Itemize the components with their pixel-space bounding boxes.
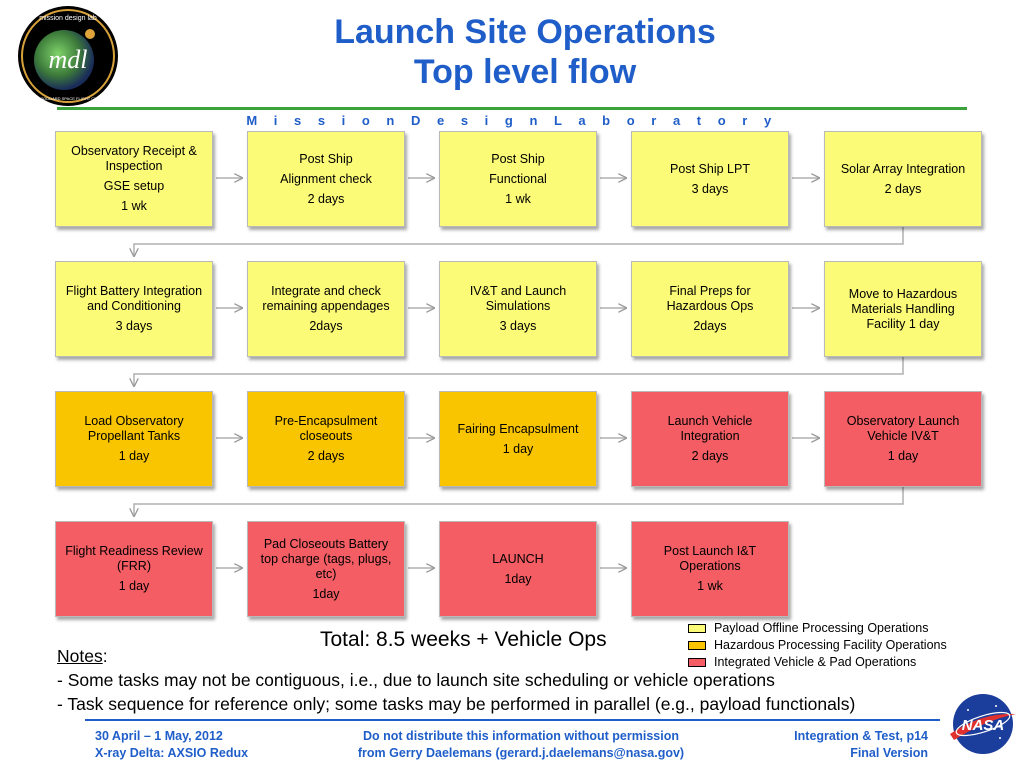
- flow-step-text: Fairing Encapsulment: [457, 421, 579, 436]
- flow-step-text: 1day: [312, 586, 340, 601]
- flow-step-text: 1 day: [118, 449, 150, 463]
- note-line-2: - Task sequence for reference only; some…: [57, 694, 856, 714]
- flow-wrap-arrow: [134, 487, 904, 516]
- notes-heading: Notes: [57, 646, 103, 666]
- flow-step: LAUNCH 1day: [439, 521, 597, 617]
- flow-step-text: 2 days: [691, 449, 729, 463]
- flow-step-text: Observatory Launch Vehicle IV&T: [846, 414, 960, 443]
- flow-step: Pad Closeouts Battery top charge (tags, …: [247, 521, 405, 617]
- title-divider: [57, 107, 967, 110]
- flow-step: Integrate and check remaining appendages…: [247, 261, 405, 357]
- footer-right: Integration & Test, p14 Final Version: [794, 728, 928, 762]
- flow-step-text: 1 wk: [697, 579, 723, 593]
- svg-text:NASA: NASA: [962, 717, 1005, 734]
- flow-step-text: 1 day: [502, 441, 534, 456]
- flow-step-text: Post Ship LPT: [670, 161, 750, 176]
- flow-step: Load Observatory Propellant Tanks 1 day: [55, 391, 213, 487]
- flow-step-text: Observatory Receipt & Inspection: [71, 144, 197, 173]
- footer-date: 30 April – 1 May, 2012: [95, 729, 223, 743]
- flow-step-text: Functional: [489, 171, 547, 186]
- note-line-1: - Some tasks may not be contiguous, i.e.…: [57, 670, 775, 690]
- legend-item-payload: Payload Offline Processing Operations: [688, 620, 947, 637]
- flow-step-text: Solar Array Integration: [840, 161, 966, 176]
- footer-divider: [85, 719, 940, 721]
- legend-swatch-integrated: [688, 658, 706, 667]
- flow-step-text: LAUNCH: [492, 551, 544, 566]
- mdl-logo: mdl mission design lab NASA GODDARD SPAC…: [18, 6, 118, 106]
- footer-center: Do not distribute this information witho…: [336, 728, 706, 762]
- flow-step: Flight Battery Integration and Condition…: [55, 261, 213, 357]
- flow-step-text: Flight Readiness Review (FRR): [65, 544, 203, 573]
- legend-item-hazardous: Hazardous Processing Facility Operations: [688, 637, 947, 654]
- legend-label-payload: Payload Offline Processing Operations: [714, 621, 929, 635]
- flow-step-text: Launch Vehicle Integration: [667, 414, 753, 443]
- flow-step-text: Post Launch I&T Operations: [663, 544, 757, 573]
- flow-step: Flight Readiness Review (FRR) 1 day: [55, 521, 213, 617]
- flow-step-text: Final Preps for Hazardous Ops: [666, 284, 754, 313]
- title-line-1: Launch Site Operations: [334, 13, 716, 51]
- flow-step: Move to Hazardous Materials Handling Fac…: [824, 261, 982, 357]
- flow-step-text: Alignment check: [280, 171, 372, 186]
- svg-text:NASA GODDARD SPACE FLIGHT CENT: NASA GODDARD SPACE FLIGHT CENTER: [28, 96, 108, 101]
- flow-step: Launch Vehicle Integration 2 days: [631, 391, 789, 487]
- svg-text:mdl: mdl: [49, 45, 88, 74]
- footer-page-info: Integration & Test, p14: [794, 729, 928, 743]
- flow-step-text: 1 wk: [505, 191, 531, 206]
- flow-step-text: Integrate and check remaining appendages: [262, 284, 390, 313]
- footer-left: 30 April – 1 May, 2012 X-ray Delta: AXSI…: [95, 728, 248, 762]
- flow-step-text: 2days: [693, 319, 727, 333]
- flow-step-text: Post Ship: [491, 151, 545, 166]
- flow-step: Post Ship LPT 3 days: [631, 131, 789, 227]
- flow-step-text: Load Observatory Propellant Tanks: [84, 414, 184, 443]
- notes: Notes: - Some tasks may not be contiguou…: [57, 644, 855, 716]
- flow-step-text: GSE setup: [103, 179, 165, 193]
- legend-label-hazardous: Hazardous Processing Facility Operations: [714, 638, 947, 652]
- nasa-logo: NASA: [950, 694, 1016, 754]
- footer-project: X-ray Delta: AXSIO Redux: [95, 746, 249, 760]
- flow-step: IV&T and Launch Simulations 3 days: [439, 261, 597, 357]
- footer-distribution-notice: Do not distribute this information witho…: [363, 729, 679, 743]
- flow-wrap-arrow: [134, 357, 904, 386]
- legend-label-integrated: Integrated Vehicle & Pad Operations: [714, 655, 917, 669]
- flow-step-text: Pad Closeouts Battery top charge (tags, …: [260, 536, 392, 581]
- flow-step-text: 3 days: [691, 181, 729, 196]
- flow-step-text: Pre-Encapsulment closeouts: [274, 414, 378, 443]
- flow-step-text: 3 days: [499, 319, 537, 333]
- flow-step-text: 3 days: [115, 319, 153, 333]
- legend-item-integrated: Integrated Vehicle & Pad Operations: [688, 654, 947, 671]
- flow-step-text: Post Ship: [299, 151, 353, 166]
- flow-step-text: Move to Hazardous Materials Handling Fac…: [848, 286, 958, 331]
- title-line-2: Top level flow: [413, 53, 637, 91]
- legend-swatch-hazardous: [688, 641, 706, 650]
- flow-step: Fairing Encapsulment 1 day: [439, 391, 597, 487]
- page-title: Launch Site Operations Top level flow: [230, 12, 820, 92]
- lab-subtitle: M i s s i o n D e s i g n L a b o r a t …: [246, 113, 778, 128]
- flow-step: Solar Array Integration 2 days: [824, 131, 982, 227]
- flow-step-text: IV&T and Launch Simulations: [469, 284, 567, 313]
- legend-swatch-payload: [688, 624, 706, 633]
- flow-step-text: 1 day: [887, 449, 919, 463]
- flow-step-text: 2 days: [307, 449, 345, 463]
- flow-step-text: 1 wk: [121, 199, 147, 213]
- flow-step-text: 2 days: [884, 181, 922, 196]
- flow-step: Pre-Encapsulment closeouts 2 days: [247, 391, 405, 487]
- flow-step-text: 1 day: [118, 579, 150, 593]
- legend: Payload Offline Processing Operations Ha…: [688, 620, 947, 671]
- footer-version: Final Version: [850, 746, 928, 760]
- flow-wrap-arrow: [134, 227, 904, 256]
- flow-step-text: Flight Battery Integration and Condition…: [65, 284, 203, 313]
- footer-contact: from Gerry Daelemans (gerard.j.daelemans…: [357, 746, 685, 760]
- flow-step: Post Launch I&T Operations 1 wk: [631, 521, 789, 617]
- flow-step-text: 2 days: [307, 191, 345, 206]
- flow-step: Observatory Launch Vehicle IV&T 1 day: [824, 391, 982, 487]
- notes-heading-line: Notes:: [57, 646, 108, 666]
- flow-step-text: 2days: [309, 319, 343, 333]
- total-duration: Total: 8.5 weeks + Vehicle Ops: [320, 628, 607, 651]
- flow-step: Final Preps for Hazardous Ops 2days: [631, 261, 789, 357]
- flow-step-text: 1day: [504, 571, 532, 586]
- svg-text:mission design lab: mission design lab: [39, 15, 97, 22]
